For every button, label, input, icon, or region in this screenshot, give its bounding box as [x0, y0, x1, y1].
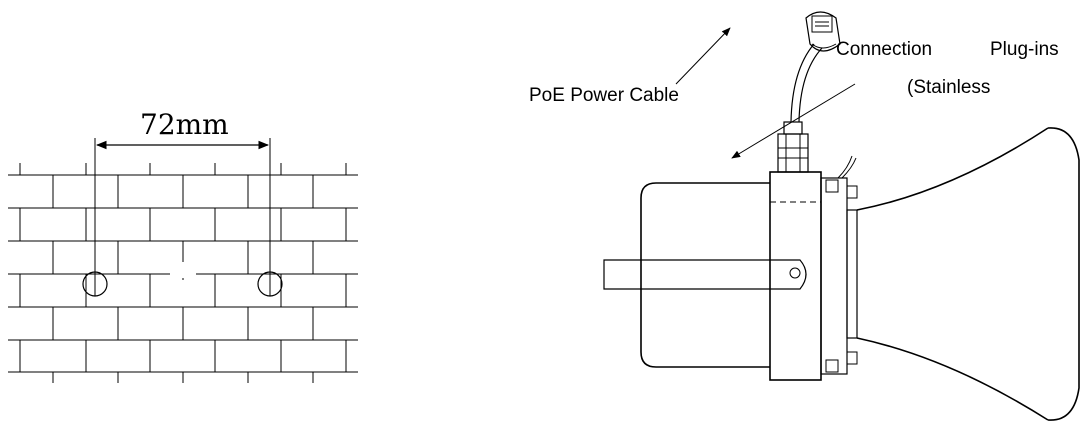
annotation-arrows — [675, 27, 856, 159]
cable-gland — [777, 121, 809, 173]
rj45-connector — [805, 11, 841, 52]
plugins-label: Plug-ins — [990, 39, 1059, 60]
connection-label: Connection — [836, 39, 932, 60]
poe-cable — [790, 43, 823, 123]
brick-wall — [8, 163, 358, 383]
speaker-back-housing — [640, 182, 770, 368]
speaker-body — [769, 155, 858, 381]
horn — [846, 127, 1080, 421]
mounting-bracket — [603, 259, 807, 290]
poe-power-cable-label: PoE Power Cable — [529, 85, 679, 106]
stainless-label: (Stainless — [907, 77, 990, 98]
dimension-label: 72mm — [140, 108, 229, 141]
brick-joints — [19, 163, 347, 383]
dimension-line — [94, 138, 271, 296]
